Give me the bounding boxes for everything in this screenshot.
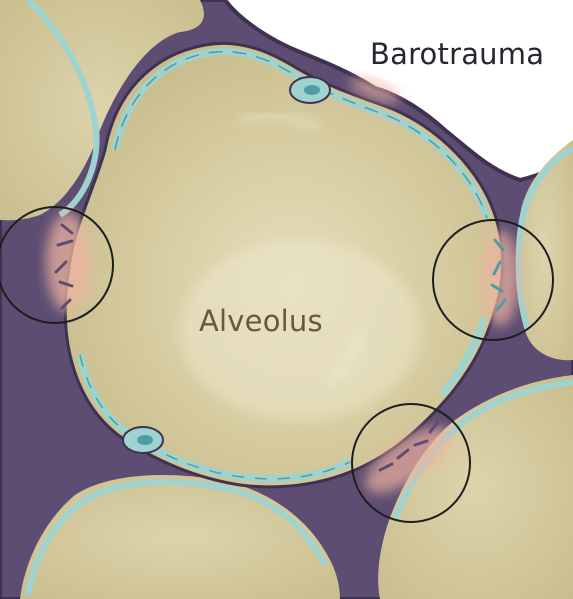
diagram-title: Barotrauma [370,37,544,71]
alveolus-label: Alveolus [199,304,323,338]
